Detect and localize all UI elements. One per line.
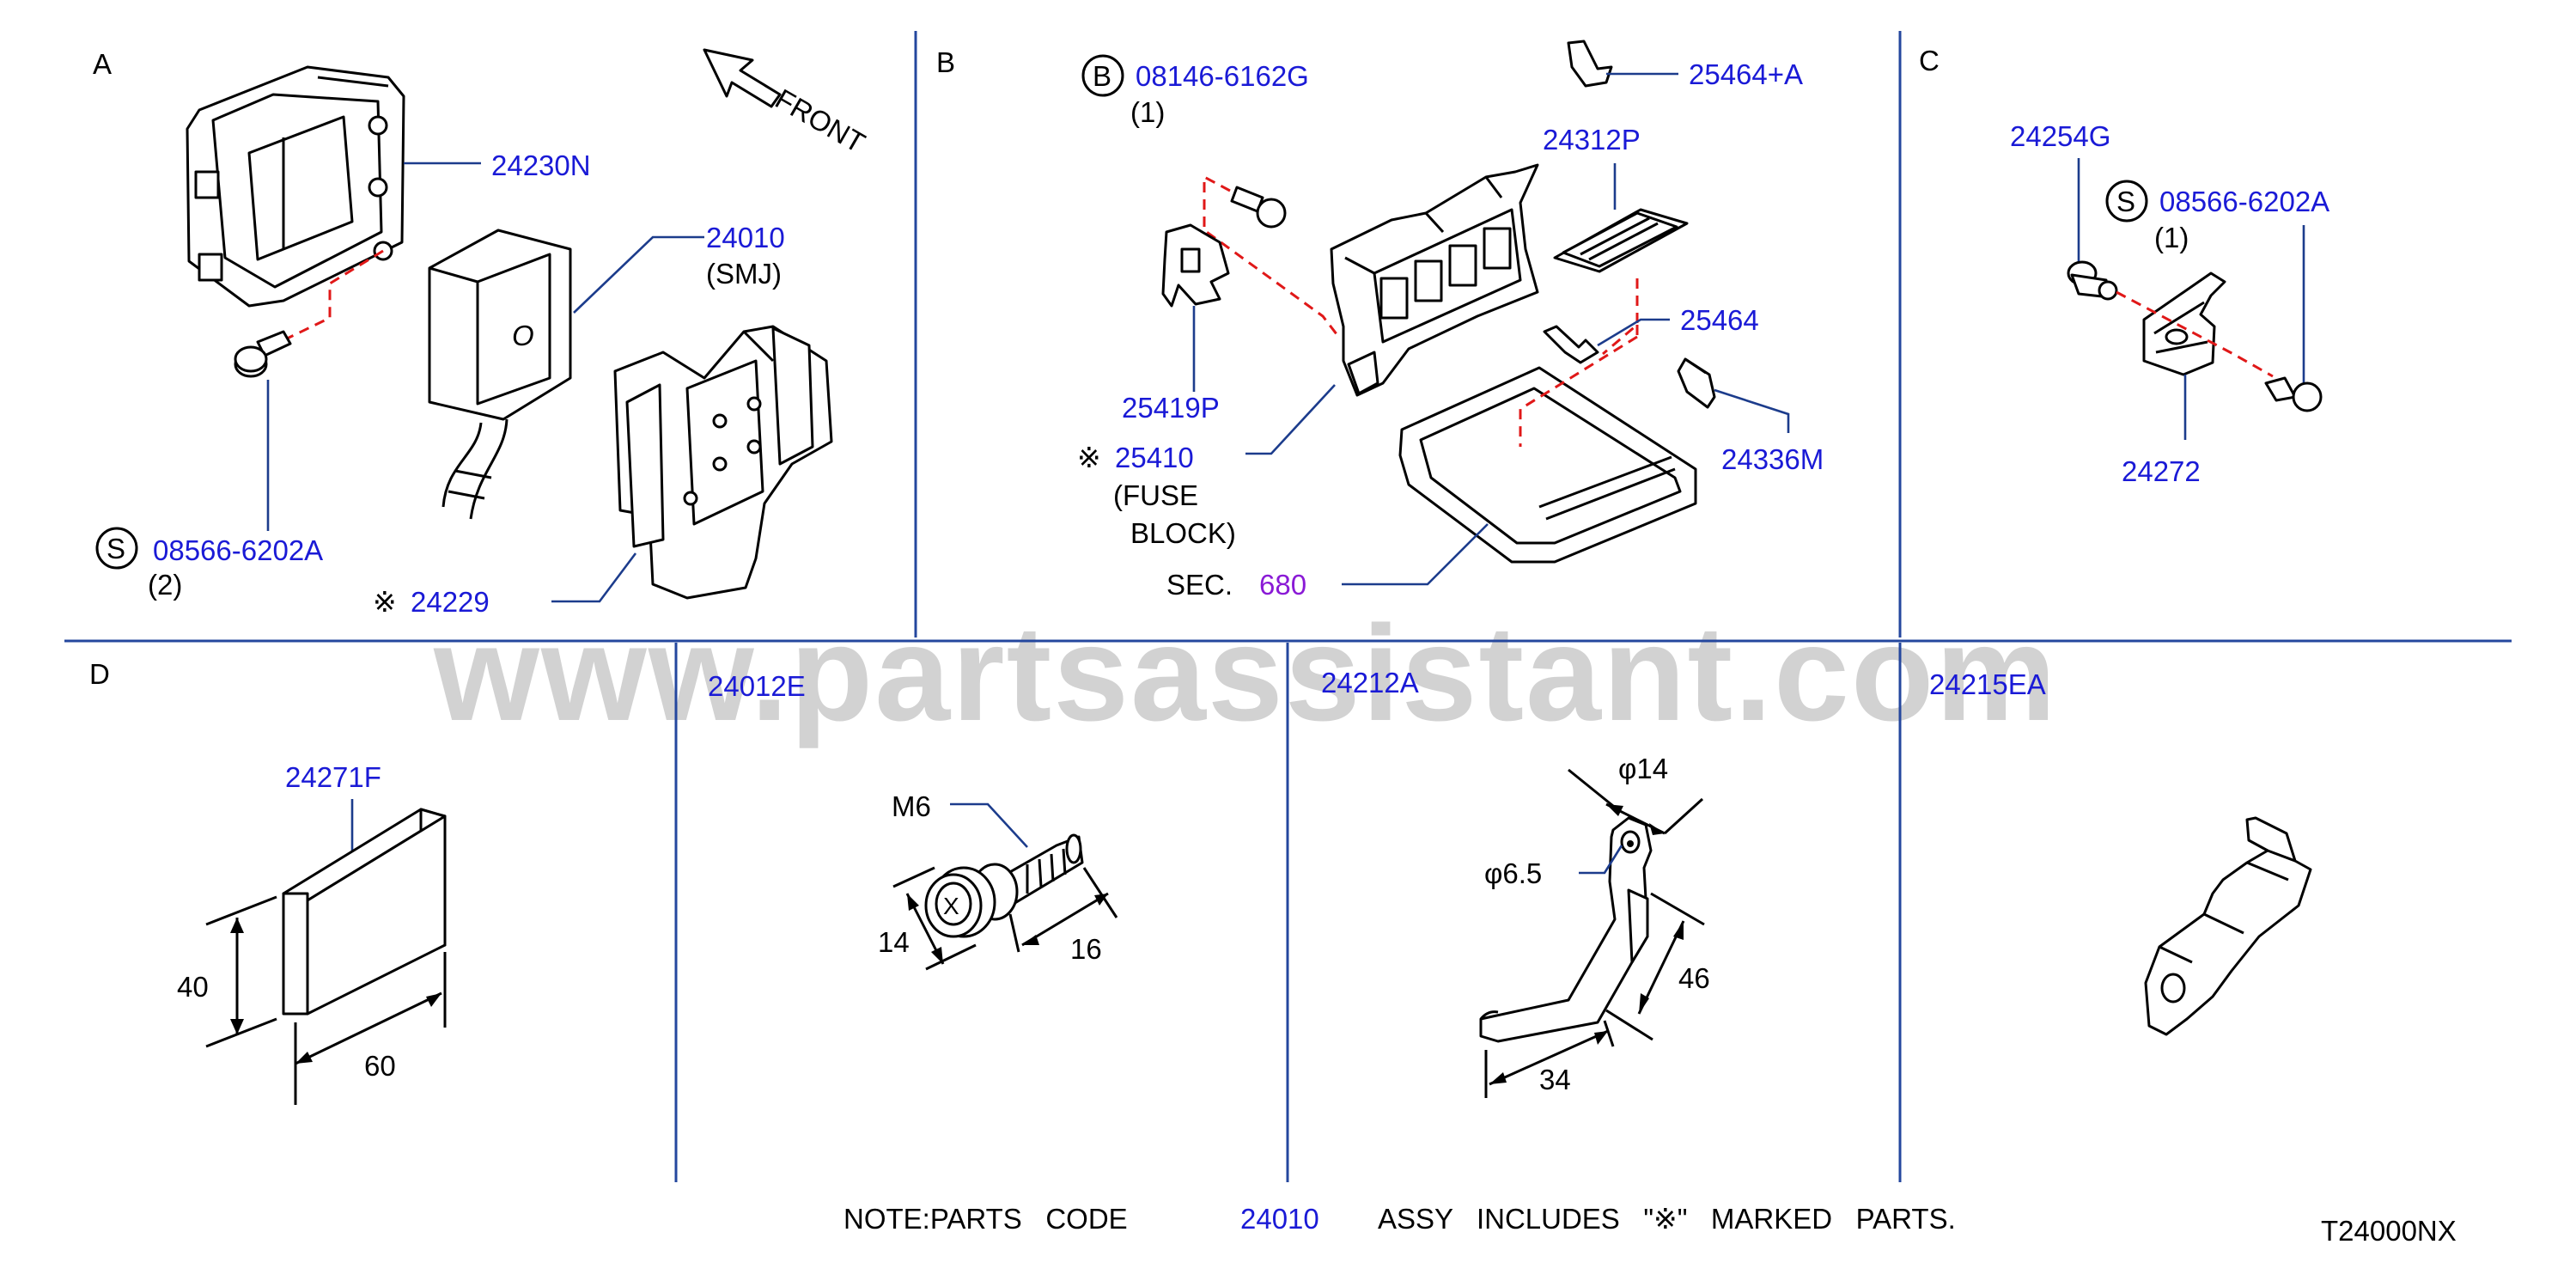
bracket-24229-drawing bbox=[613, 325, 833, 600]
bracket-24230n-drawing bbox=[186, 65, 405, 308]
standard-badge-a bbox=[95, 527, 138, 570]
bolt-08146-drawing bbox=[1230, 186, 1287, 229]
part-08146-qty: (1) bbox=[1130, 96, 1165, 128]
front-arrow-icon bbox=[703, 48, 782, 108]
part-25419p: 25419P bbox=[1122, 392, 1220, 424]
part-24010-a: 24010 bbox=[706, 222, 785, 253]
section-g: 24215EA bbox=[1929, 668, 2312, 1036]
sec-label: SEC. bbox=[1166, 569, 1233, 601]
bracket-24215ea-drawing bbox=[2144, 816, 2312, 1036]
part-08566-c-qty: (1) bbox=[2154, 222, 2189, 253]
thread-label: M6 bbox=[892, 790, 931, 822]
sec-number: 680 bbox=[1259, 569, 1306, 601]
relay-24336m-drawing bbox=[1677, 357, 1716, 409]
bolt-08566-a-drawing bbox=[234, 330, 292, 378]
section-d: D 24271F 40 60 bbox=[89, 658, 447, 1105]
clip-25419p-drawing bbox=[1161, 223, 1230, 308]
dim-lines-f bbox=[1484, 768, 1705, 1098]
part-08566-c: 08566-6202A bbox=[2159, 186, 2329, 217]
section-e: 24012E M6 X 14 16 bbox=[708, 670, 1118, 971]
part-24312p: 24312P bbox=[1543, 124, 1641, 156]
section-e-title: 24012E bbox=[708, 670, 806, 702]
dim-lines-d bbox=[205, 895, 447, 1105]
watermark: www.partsassistant.com bbox=[433, 598, 2058, 749]
bolt-badge-b-letter: B bbox=[1093, 60, 1111, 92]
part-25464: 25464 bbox=[1680, 304, 1759, 336]
svg-text:O: O bbox=[512, 320, 534, 351]
dim-e-length: 16 bbox=[1070, 933, 1102, 965]
dim-d-height: 40 bbox=[177, 971, 209, 1003]
bolt-24012e-drawing: X bbox=[924, 833, 1084, 938]
section-g-title: 24215EA bbox=[1929, 668, 2046, 700]
section-f-title: 24212A bbox=[1321, 667, 1419, 699]
section-c-letter: C bbox=[1919, 45, 1940, 76]
note-code: 24010 bbox=[1240, 1203, 1319, 1235]
included-mark-a: ※ bbox=[373, 586, 397, 618]
part-24272: 24272 bbox=[2122, 455, 2201, 487]
part-24230n: 24230N bbox=[491, 149, 591, 181]
section-b-letter: B bbox=[936, 46, 955, 78]
fuse-25464-drawing bbox=[1543, 325, 1599, 364]
part-08146: 08146-6162G bbox=[1136, 60, 1309, 92]
dim-f-phi65: φ6.5 bbox=[1484, 857, 1542, 889]
section-a: A FRONT bbox=[93, 48, 870, 618]
fuse-25464a-drawing bbox=[1567, 40, 1613, 88]
section-b: B B 08146-6162G (1) bbox=[936, 40, 1824, 601]
part-24271f: 24271F bbox=[285, 761, 381, 793]
note-suffix: ASSY INCLUDES "※" MARKED PARTS. bbox=[1378, 1203, 1956, 1235]
part-25464a: 25464+A bbox=[1689, 58, 1803, 90]
standard-badge-c-letter: S bbox=[2116, 186, 2135, 217]
dim-d-width: 60 bbox=[364, 1050, 396, 1082]
diagram-code: T24000NX bbox=[2321, 1215, 2457, 1247]
note-prefix: NOTE:PARTS CODE bbox=[843, 1203, 1128, 1235]
standard-badge-a-letter: S bbox=[107, 533, 125, 564]
dim-e-head: 14 bbox=[878, 926, 910, 958]
part-25410: 25410 bbox=[1115, 442, 1194, 473]
bracket-24272-drawing bbox=[2142, 271, 2226, 376]
panel-dividers bbox=[64, 31, 2512, 1182]
dim-f-phi14: φ14 bbox=[1618, 753, 1668, 784]
relay-cover-24312p-drawing bbox=[1553, 208, 1689, 273]
dim-f-34: 34 bbox=[1539, 1064, 1571, 1095]
part-24336m: 24336M bbox=[1721, 443, 1824, 475]
included-mark-b: ※ bbox=[1077, 442, 1101, 473]
svg-text:X: X bbox=[943, 893, 959, 919]
fuse-block-25410-drawing bbox=[1330, 163, 1539, 397]
bolt-08566-c-drawing bbox=[2264, 376, 2323, 412]
part-08566-a-qty: (2) bbox=[148, 569, 182, 601]
section-c: C 24254G S 08566-6202A (1) 24272 bbox=[1919, 45, 2329, 487]
part-25410-note2: BLOCK) bbox=[1130, 517, 1236, 549]
part-25410-note1: (FUSE bbox=[1113, 479, 1198, 511]
part-24229: 24229 bbox=[411, 586, 490, 618]
section-d-letter: D bbox=[89, 658, 110, 690]
footer-note: NOTE:PARTS CODE 24010 ASSY INCLUDES "※" … bbox=[843, 1203, 1956, 1235]
dim-f-46: 46 bbox=[1678, 962, 1710, 994]
section-f: 24212A φ14 φ6.5 46 bbox=[1321, 667, 1710, 1098]
section-a-letter: A bbox=[93, 48, 112, 80]
bracket-sec680-drawing bbox=[1398, 366, 1697, 564]
part-08566-a: 08566-6202A bbox=[153, 534, 323, 566]
standard-badge-c bbox=[2105, 180, 2148, 223]
front-label: FRONT bbox=[770, 82, 871, 159]
bolt-badge-b bbox=[1081, 54, 1124, 97]
part-24254g: 24254G bbox=[2010, 120, 2110, 152]
clip-24254g-drawing bbox=[2067, 260, 2118, 301]
part-24010-note: (SMJ) bbox=[706, 258, 782, 290]
terminal-24212a-drawing bbox=[1479, 816, 1653, 1043]
dim-lines-e bbox=[892, 866, 1118, 971]
pad-24271f-drawing bbox=[282, 808, 447, 1016]
smj-module-24010-drawing: O bbox=[428, 229, 572, 520]
